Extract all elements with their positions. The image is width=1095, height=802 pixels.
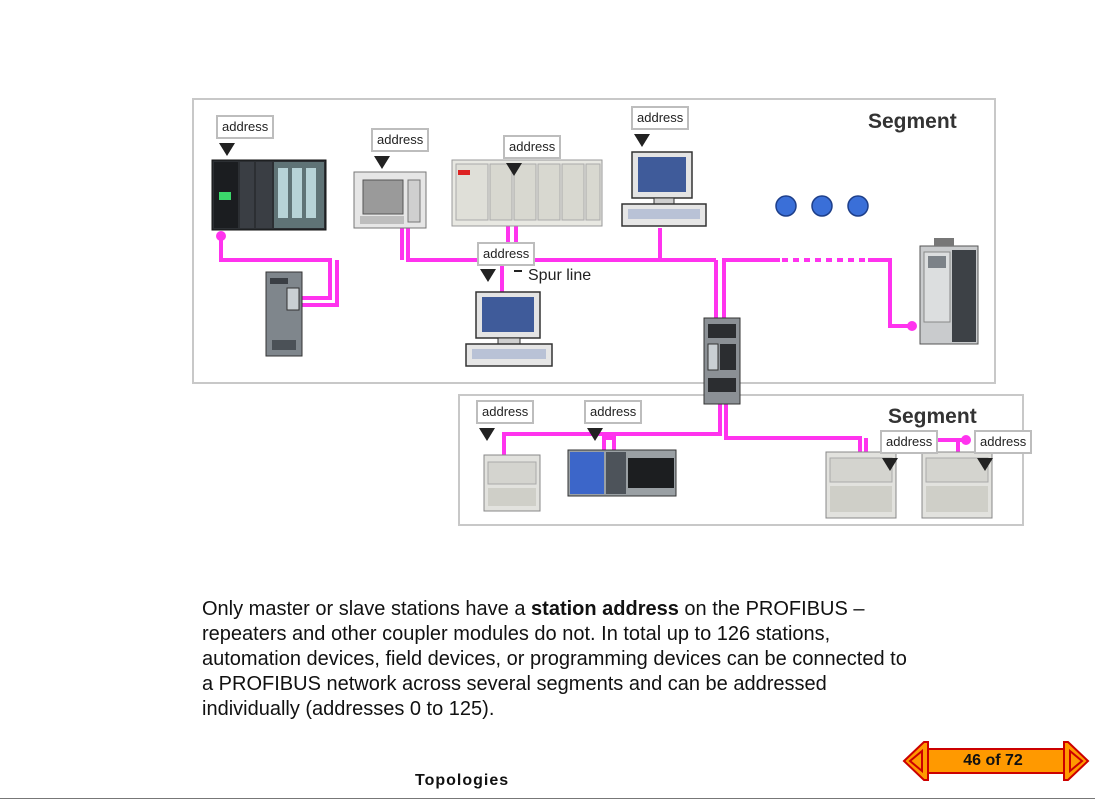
ellipsis-dot [811, 195, 833, 217]
page-indicator: 46 of 72 [963, 752, 1023, 769]
address-callout: address [880, 430, 939, 454]
hmi-panel-device [353, 171, 427, 229]
abb-controller-device [451, 159, 603, 227]
description-part-2: on the PROFIBUS – repeaters and other co… [202, 598, 907, 720]
address-pointer-icon [506, 163, 522, 176]
programming-pc-device [465, 291, 553, 367]
address-callout: address [503, 135, 562, 159]
drive-device [919, 238, 979, 345]
interface-module-device [265, 271, 303, 357]
address-pointer-icon [977, 458, 993, 471]
footer-title: Topologies [415, 772, 510, 789]
address-pointer-icon [587, 428, 603, 441]
segment-upper-frame [192, 98, 996, 384]
ellipsis-dot [847, 195, 869, 217]
address-pointer-icon [882, 458, 898, 471]
address-callout: address [476, 400, 535, 424]
bus-dot [907, 321, 917, 331]
address-pointer-icon [374, 156, 390, 169]
pc-workstation-device [621, 151, 707, 227]
repeater-device [703, 317, 741, 405]
plc-rack-device [211, 159, 327, 231]
address-callout: address [974, 430, 1033, 454]
address-callout: address [477, 242, 536, 266]
address-pointer-icon [634, 134, 650, 147]
address-pointer-icon [479, 428, 495, 441]
address-pointer-icon [480, 269, 496, 282]
address-callout: address [371, 128, 430, 152]
description-part-1: Only master or slave stations have a [202, 598, 532, 620]
io-module-device [483, 454, 541, 512]
description-text: Only master or slave stations have a sta… [202, 597, 922, 722]
address-callout: address [584, 400, 643, 424]
bus-dot [961, 435, 971, 445]
page-indicator-bar [927, 748, 1065, 774]
address-callout: address [216, 115, 275, 139]
address-callout: address [631, 106, 690, 130]
segment-label-upper: Segment [868, 110, 957, 133]
next-arrow-glyph [1069, 748, 1084, 774]
spur-line-label: Spur line [528, 267, 592, 284]
description-bold: station address [531, 598, 679, 620]
bus-dot [216, 231, 226, 241]
pagination-control [902, 741, 1090, 781]
ellipsis-dot [775, 195, 797, 217]
segment-label-lower: Segment [888, 405, 977, 428]
address-pointer-icon [219, 143, 235, 156]
footer-divider [0, 798, 1095, 799]
prev-arrow-glyph [908, 748, 923, 774]
distributed-io-device [567, 449, 677, 497]
